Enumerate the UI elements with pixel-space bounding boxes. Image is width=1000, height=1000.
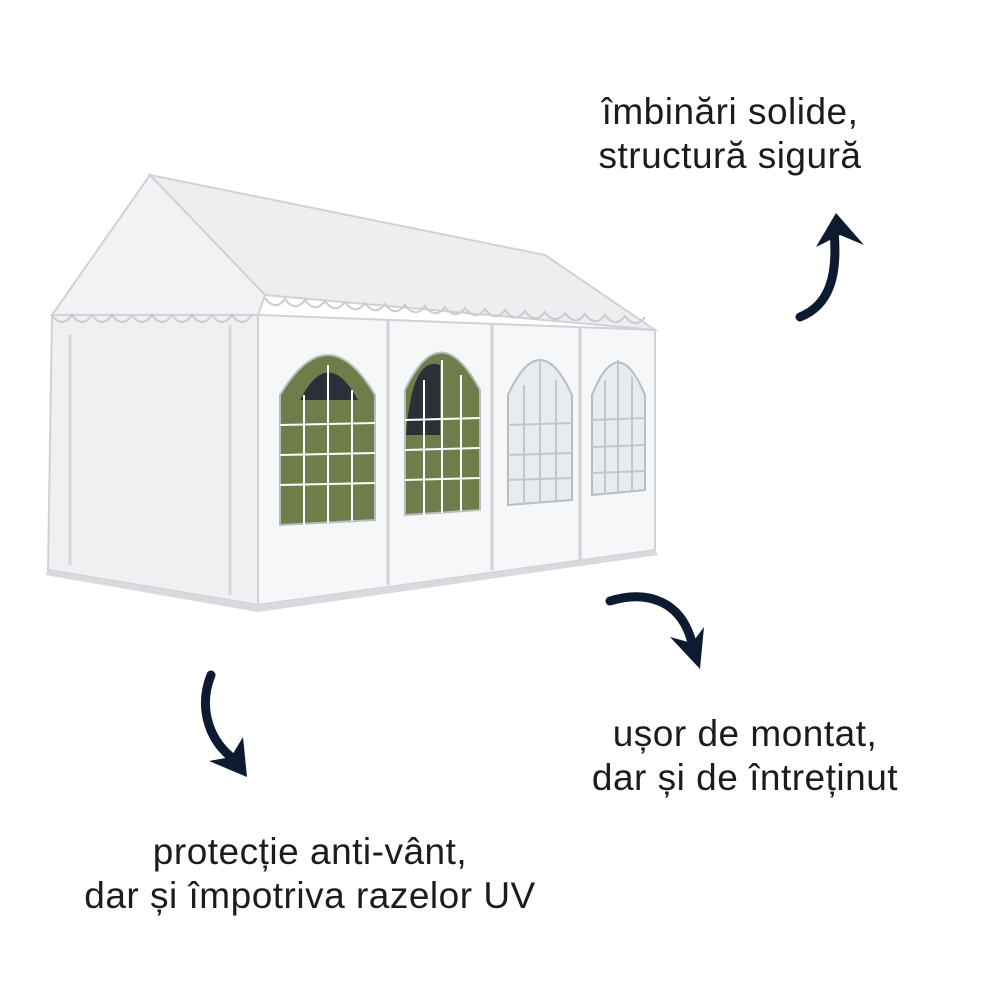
feature-caption-joints: îmbinări solide, structură sigură	[520, 90, 940, 178]
curved-arrow-up-icon	[795, 213, 864, 322]
caption-line: dar și de întreținut	[591, 757, 899, 798]
caption-line: structură sigură	[598, 135, 862, 176]
caption-line: dar și împotriva razelor UV	[84, 875, 536, 916]
feature-caption-protection: protecție anti-vânt, dar și împotriva ra…	[10, 830, 610, 918]
feature-caption-assembly: ușor de montat, dar și de întreținut	[520, 712, 970, 800]
caption-line: protecție anti-vânt,	[152, 831, 468, 872]
curved-arrow-down-icon	[200, 670, 247, 777]
caption-line: ușor de montat,	[612, 713, 878, 754]
curved-arrow-down-right-icon	[605, 592, 704, 669]
caption-line: îmbinări solide,	[601, 91, 859, 132]
tent-image	[45, 173, 659, 612]
